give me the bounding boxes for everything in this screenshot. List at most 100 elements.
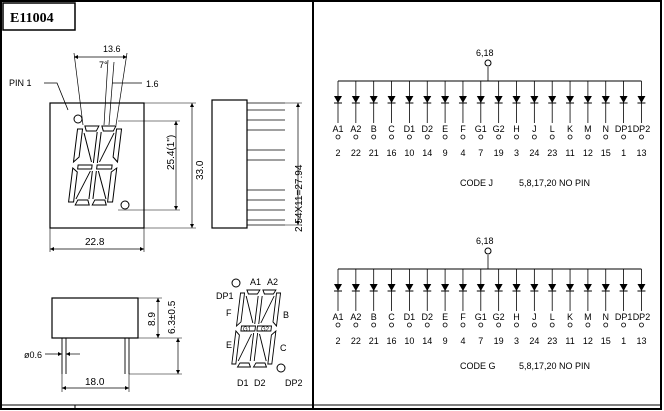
diode-mark <box>405 284 414 291</box>
front-digit <box>68 125 123 206</box>
dim-height: 33.0 <box>195 160 206 180</box>
diode-mark <box>583 284 592 291</box>
pin-circle <box>442 134 448 140</box>
dim-char-height: 25.4(1") <box>166 135 177 170</box>
diode-mark <box>619 284 628 291</box>
segment-label: A1 <box>332 312 343 322</box>
diode-mark <box>334 284 342 291</box>
pin-number: 11 <box>565 336 574 346</box>
diode-mark <box>387 96 396 103</box>
seg-label-b: B <box>283 310 289 320</box>
seg-label-dp2: DP2 <box>285 378 303 388</box>
pin-number: 23 <box>547 148 557 158</box>
segment-label: K <box>567 312 573 322</box>
segment-label: H <box>513 124 520 134</box>
pin-circle <box>389 322 394 328</box>
pin-circle <box>549 134 555 140</box>
pin-circle <box>585 134 591 140</box>
diode-mark <box>548 284 557 291</box>
diode-mark <box>441 284 450 291</box>
pin-number: 2 <box>335 336 340 346</box>
segment-label: D2 <box>421 312 433 322</box>
segment-label: DP1 <box>615 124 633 134</box>
diode-mark <box>601 284 610 291</box>
pin-number: 21 <box>369 336 379 346</box>
pin-circle <box>406 322 412 328</box>
segment-label: D1 <box>404 124 416 134</box>
common-pin-circle <box>484 247 492 255</box>
pin-circle <box>603 134 609 140</box>
pin-circle <box>406 134 412 140</box>
segment-label: G1 <box>475 312 487 322</box>
pin-circle <box>514 134 519 140</box>
pin-circle <box>442 322 448 328</box>
pin-number: 4 <box>460 148 465 158</box>
segment-label: L <box>550 124 555 134</box>
pin-number: 13 <box>636 148 646 158</box>
diode-mark <box>494 284 503 291</box>
pin-circle <box>621 134 626 140</box>
pin-number: 16 <box>387 336 397 346</box>
pin1-mark-circle <box>73 114 83 124</box>
segment-label: F <box>460 124 466 134</box>
segment-label: DP1 <box>615 312 633 322</box>
seg-label-e: E <box>226 340 232 350</box>
dim-angle: 7° <box>99 60 108 70</box>
diode-mark <box>512 96 521 103</box>
diode-mark <box>583 96 592 103</box>
dim-pin-span: 2.54X11=27.94 <box>294 164 305 232</box>
pin-number: 19 <box>494 148 504 158</box>
seg-label-d1: D1 <box>237 378 249 388</box>
diode-mark <box>637 284 646 291</box>
pin-number: 22 <box>351 148 361 158</box>
pin-circle <box>567 134 573 140</box>
dim-pin-dia: ø0.6 <box>24 350 42 360</box>
pin-circle <box>478 134 484 140</box>
diode-mark <box>423 96 432 103</box>
pin-number: 24 <box>529 336 539 346</box>
segment-label: F <box>460 312 466 322</box>
pin-number: 23 <box>547 336 557 346</box>
segment-label: K <box>567 124 573 134</box>
pin-number: 15 <box>601 148 611 158</box>
diode-mark <box>441 96 450 103</box>
schem-j-code: CODE J <box>460 178 493 188</box>
pin1-label: PIN 1 <box>9 78 32 88</box>
pin-circle <box>460 322 466 328</box>
schem-j-no-pin: 5,8,17,20 NO PIN <box>519 178 590 188</box>
diode-mark <box>601 96 610 103</box>
pin1-leader <box>44 82 69 111</box>
pin-number: 7 <box>478 148 483 158</box>
schem-g-common-pin: 6,18 <box>476 236 494 246</box>
diode-mark <box>530 284 539 291</box>
segment-label: A2 <box>350 124 361 134</box>
segment-label: G2 <box>493 312 505 322</box>
seg-label-f: F <box>226 308 232 318</box>
pin-circle <box>496 322 502 328</box>
pin-number: 2 <box>335 148 340 158</box>
pin-number: 16 <box>387 148 397 158</box>
pin-number: 10 <box>404 148 414 158</box>
diode-mark <box>369 96 378 103</box>
diode-mark <box>530 96 539 103</box>
segment-label: A2 <box>350 312 361 322</box>
segment-label: C <box>388 124 395 134</box>
diode-mark <box>387 284 396 291</box>
diode-mark <box>494 96 503 103</box>
diode-mark <box>548 96 557 103</box>
pin-number: 7 <box>478 336 483 346</box>
pin-number: 14 <box>422 148 432 158</box>
segment-label: H <box>513 312 520 322</box>
schem-j-common-pin: 6,18 <box>476 48 494 58</box>
segment-label: N <box>603 312 610 322</box>
front-body-outline <box>49 102 145 229</box>
seg-label-c: C <box>280 343 287 353</box>
seg-label-dp1: DP1 <box>216 291 234 301</box>
pin-number: 15 <box>601 336 611 346</box>
pin-number: 11 <box>565 148 574 158</box>
seg-label-a1: A1 <box>250 277 261 287</box>
segment-label: G2 <box>493 124 505 134</box>
seg-label-a2: A2 <box>267 277 278 287</box>
